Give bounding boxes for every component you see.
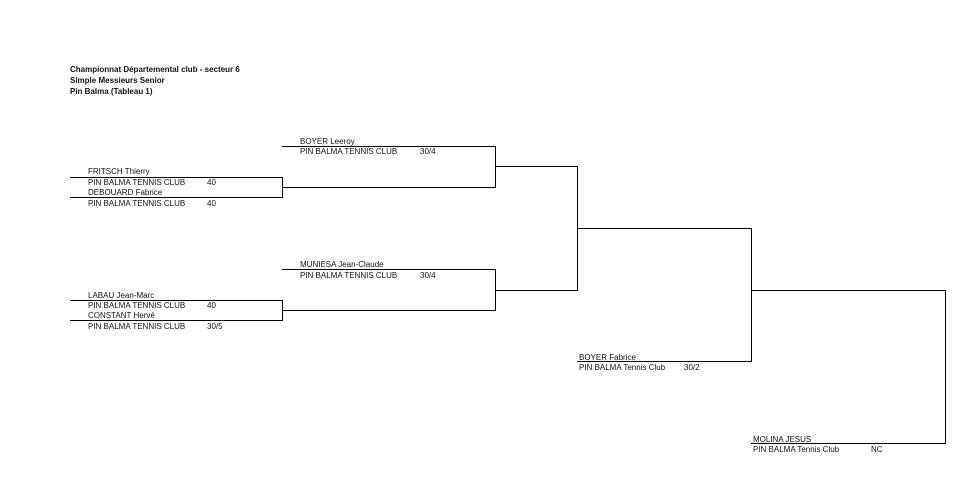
player-ranking: 30/4 bbox=[420, 147, 436, 156]
player-club: PIN BALMA TENNIS CLUB bbox=[88, 199, 186, 208]
player-club: PIN BALMA TENNIS CLUB bbox=[300, 271, 398, 280]
player-name: BOYER Fabrice bbox=[579, 353, 636, 362]
bracket-line bbox=[751, 443, 946, 444]
player-ranking: 30/2 bbox=[684, 363, 700, 372]
player-name: FRITSCH Thierry bbox=[88, 167, 150, 176]
bracket-line bbox=[70, 300, 283, 301]
bracket-line bbox=[70, 320, 283, 321]
player-club: PIN BALMA TENNIS CLUB bbox=[300, 147, 398, 156]
player-ranking: NC bbox=[871, 445, 883, 454]
player-ranking: 30/5 bbox=[207, 322, 223, 331]
bracket-line bbox=[577, 361, 752, 362]
player-club: PIN BALMA TENNIS CLUB bbox=[88, 301, 186, 310]
draw-title: Pin Balma (Tableau 1) bbox=[70, 87, 153, 96]
bracket-line bbox=[751, 228, 752, 362]
bracket-line bbox=[70, 177, 283, 178]
player-name: BOYER Leeroy bbox=[300, 137, 355, 146]
player-ranking: 40 bbox=[207, 199, 216, 208]
player-ranking: 30/4 bbox=[420, 271, 436, 280]
player-name: MOLINA JESUS bbox=[753, 435, 812, 444]
bracket-line bbox=[495, 146, 496, 188]
player-club: PIN BALMA TENNIS CLUB bbox=[88, 178, 186, 187]
player-name: CONSTANT Hervé bbox=[88, 311, 155, 320]
bracket-line bbox=[282, 310, 496, 311]
bracket-line bbox=[577, 228, 752, 229]
bracket-line bbox=[945, 290, 946, 444]
player-ranking: 40 bbox=[207, 301, 216, 310]
bracket-line bbox=[282, 187, 496, 188]
competition-title: Championnat Départemental club - secteur… bbox=[70, 65, 240, 74]
player-name: LABAU Jean-Marc bbox=[88, 291, 155, 300]
bracket-line bbox=[282, 269, 496, 270]
bracket-line bbox=[495, 166, 578, 167]
player-club: PIN BALMA Tennis Club bbox=[579, 363, 666, 372]
player-name: DEBOUARD Fabrice bbox=[88, 188, 163, 197]
player-club: PIN BALMA TENNIS CLUB bbox=[88, 322, 186, 331]
bracket-line bbox=[70, 197, 283, 198]
bracket-line bbox=[751, 290, 946, 291]
bracket-line bbox=[282, 146, 496, 147]
player-club: PIN BALMA Tennis Club bbox=[753, 445, 840, 454]
bracket-line bbox=[495, 290, 578, 291]
event-title: Simple Messieurs Senior bbox=[70, 76, 165, 85]
player-ranking: 40 bbox=[207, 178, 216, 187]
player-name: MUNIESA Jean-Claude bbox=[300, 260, 384, 269]
